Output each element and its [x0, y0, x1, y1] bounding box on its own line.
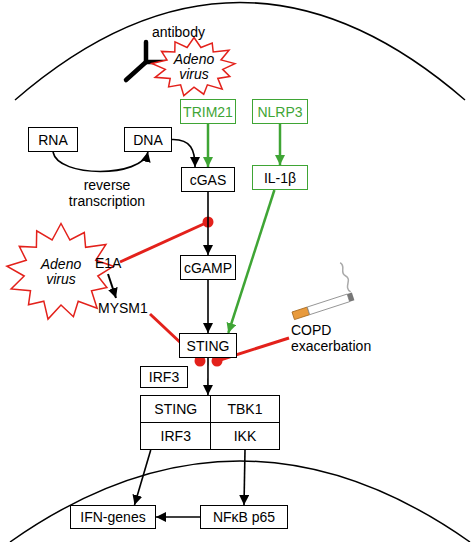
antibody-arm: [144, 42, 149, 62]
process-box: DNA: [124, 127, 172, 152]
process-box: TRIM21: [180, 99, 236, 124]
node-text: STING: [187, 338, 230, 354]
connector: [207, 358, 209, 395]
connector: [207, 192, 209, 255]
node-text: RNA: [38, 132, 68, 148]
complex-cell: IKK: [210, 422, 280, 451]
process-box: cGAMP: [180, 255, 236, 280]
smoke: [339, 262, 352, 293]
e1a-arrow: [108, 274, 116, 298]
node-text: IRF3: [161, 428, 191, 444]
node-text: STING: [154, 401, 197, 417]
starburst-shape: [7, 224, 114, 320]
virus-starburst: Adeno virus: [150, 36, 238, 98]
process-box: STING: [179, 333, 237, 358]
connector: [156, 516, 200, 518]
cigarette-body: [307, 294, 349, 315]
connector: [228, 190, 274, 333]
connector: [207, 124, 210, 167]
node-text: TBK1: [227, 401, 262, 417]
connector: [135, 450, 151, 505]
protein-label: MYSM1: [98, 300, 158, 316]
process-box: IFN-genes: [70, 505, 156, 529]
node-text: cGAS: [190, 172, 227, 188]
antibody-stem: [126, 62, 146, 80]
inhibition-dot: [203, 217, 214, 228]
condition-label: COPD exacerbation: [291, 322, 386, 354]
node-text: IFN-genes: [80, 509, 145, 525]
node-text: NFκB p65: [213, 509, 275, 525]
node-text: NLRP3: [257, 104, 302, 120]
complex-cell: IRF3: [140, 422, 212, 451]
node-text: DNA: [133, 132, 163, 148]
process-box: RNA: [28, 127, 78, 152]
connector: [53, 152, 148, 172]
connector: [172, 139, 195, 167]
complex-cell: TBK1: [210, 395, 280, 423]
node-text: Adeno virus: [36, 257, 86, 287]
process-box: NFκB p65: [200, 505, 288, 529]
cigarette-symbol: [282, 262, 355, 320]
process-label: reverse transcription: [52, 177, 162, 209]
nuclear-membrane: [10, 461, 470, 542]
process-box: cGAS: [181, 167, 235, 192]
complex-cell: STING: [140, 395, 212, 423]
connector: [244, 450, 245, 505]
process-box: IL-1β: [252, 165, 308, 190]
node-text: IKK: [234, 428, 257, 444]
process-box: IRF3: [140, 366, 188, 388]
node-text: IL-1β: [264, 170, 296, 186]
antibody-label: antibody: [152, 24, 232, 40]
connector: [207, 280, 209, 333]
protein-label: E1A: [95, 255, 135, 271]
node-text: cGAMP: [184, 260, 232, 276]
connector: [279, 124, 282, 165]
node-text: IRF3: [149, 369, 179, 385]
starburst-shape: [152, 38, 235, 96]
process-box: NLRP3: [252, 99, 308, 124]
node-text: Adeno virus: [169, 52, 219, 82]
cell-membrane: [15, 3, 465, 101]
node-text: TRIM21: [183, 104, 233, 120]
cigarette-ash: [347, 293, 354, 302]
cigarette-filter: [292, 307, 310, 320]
